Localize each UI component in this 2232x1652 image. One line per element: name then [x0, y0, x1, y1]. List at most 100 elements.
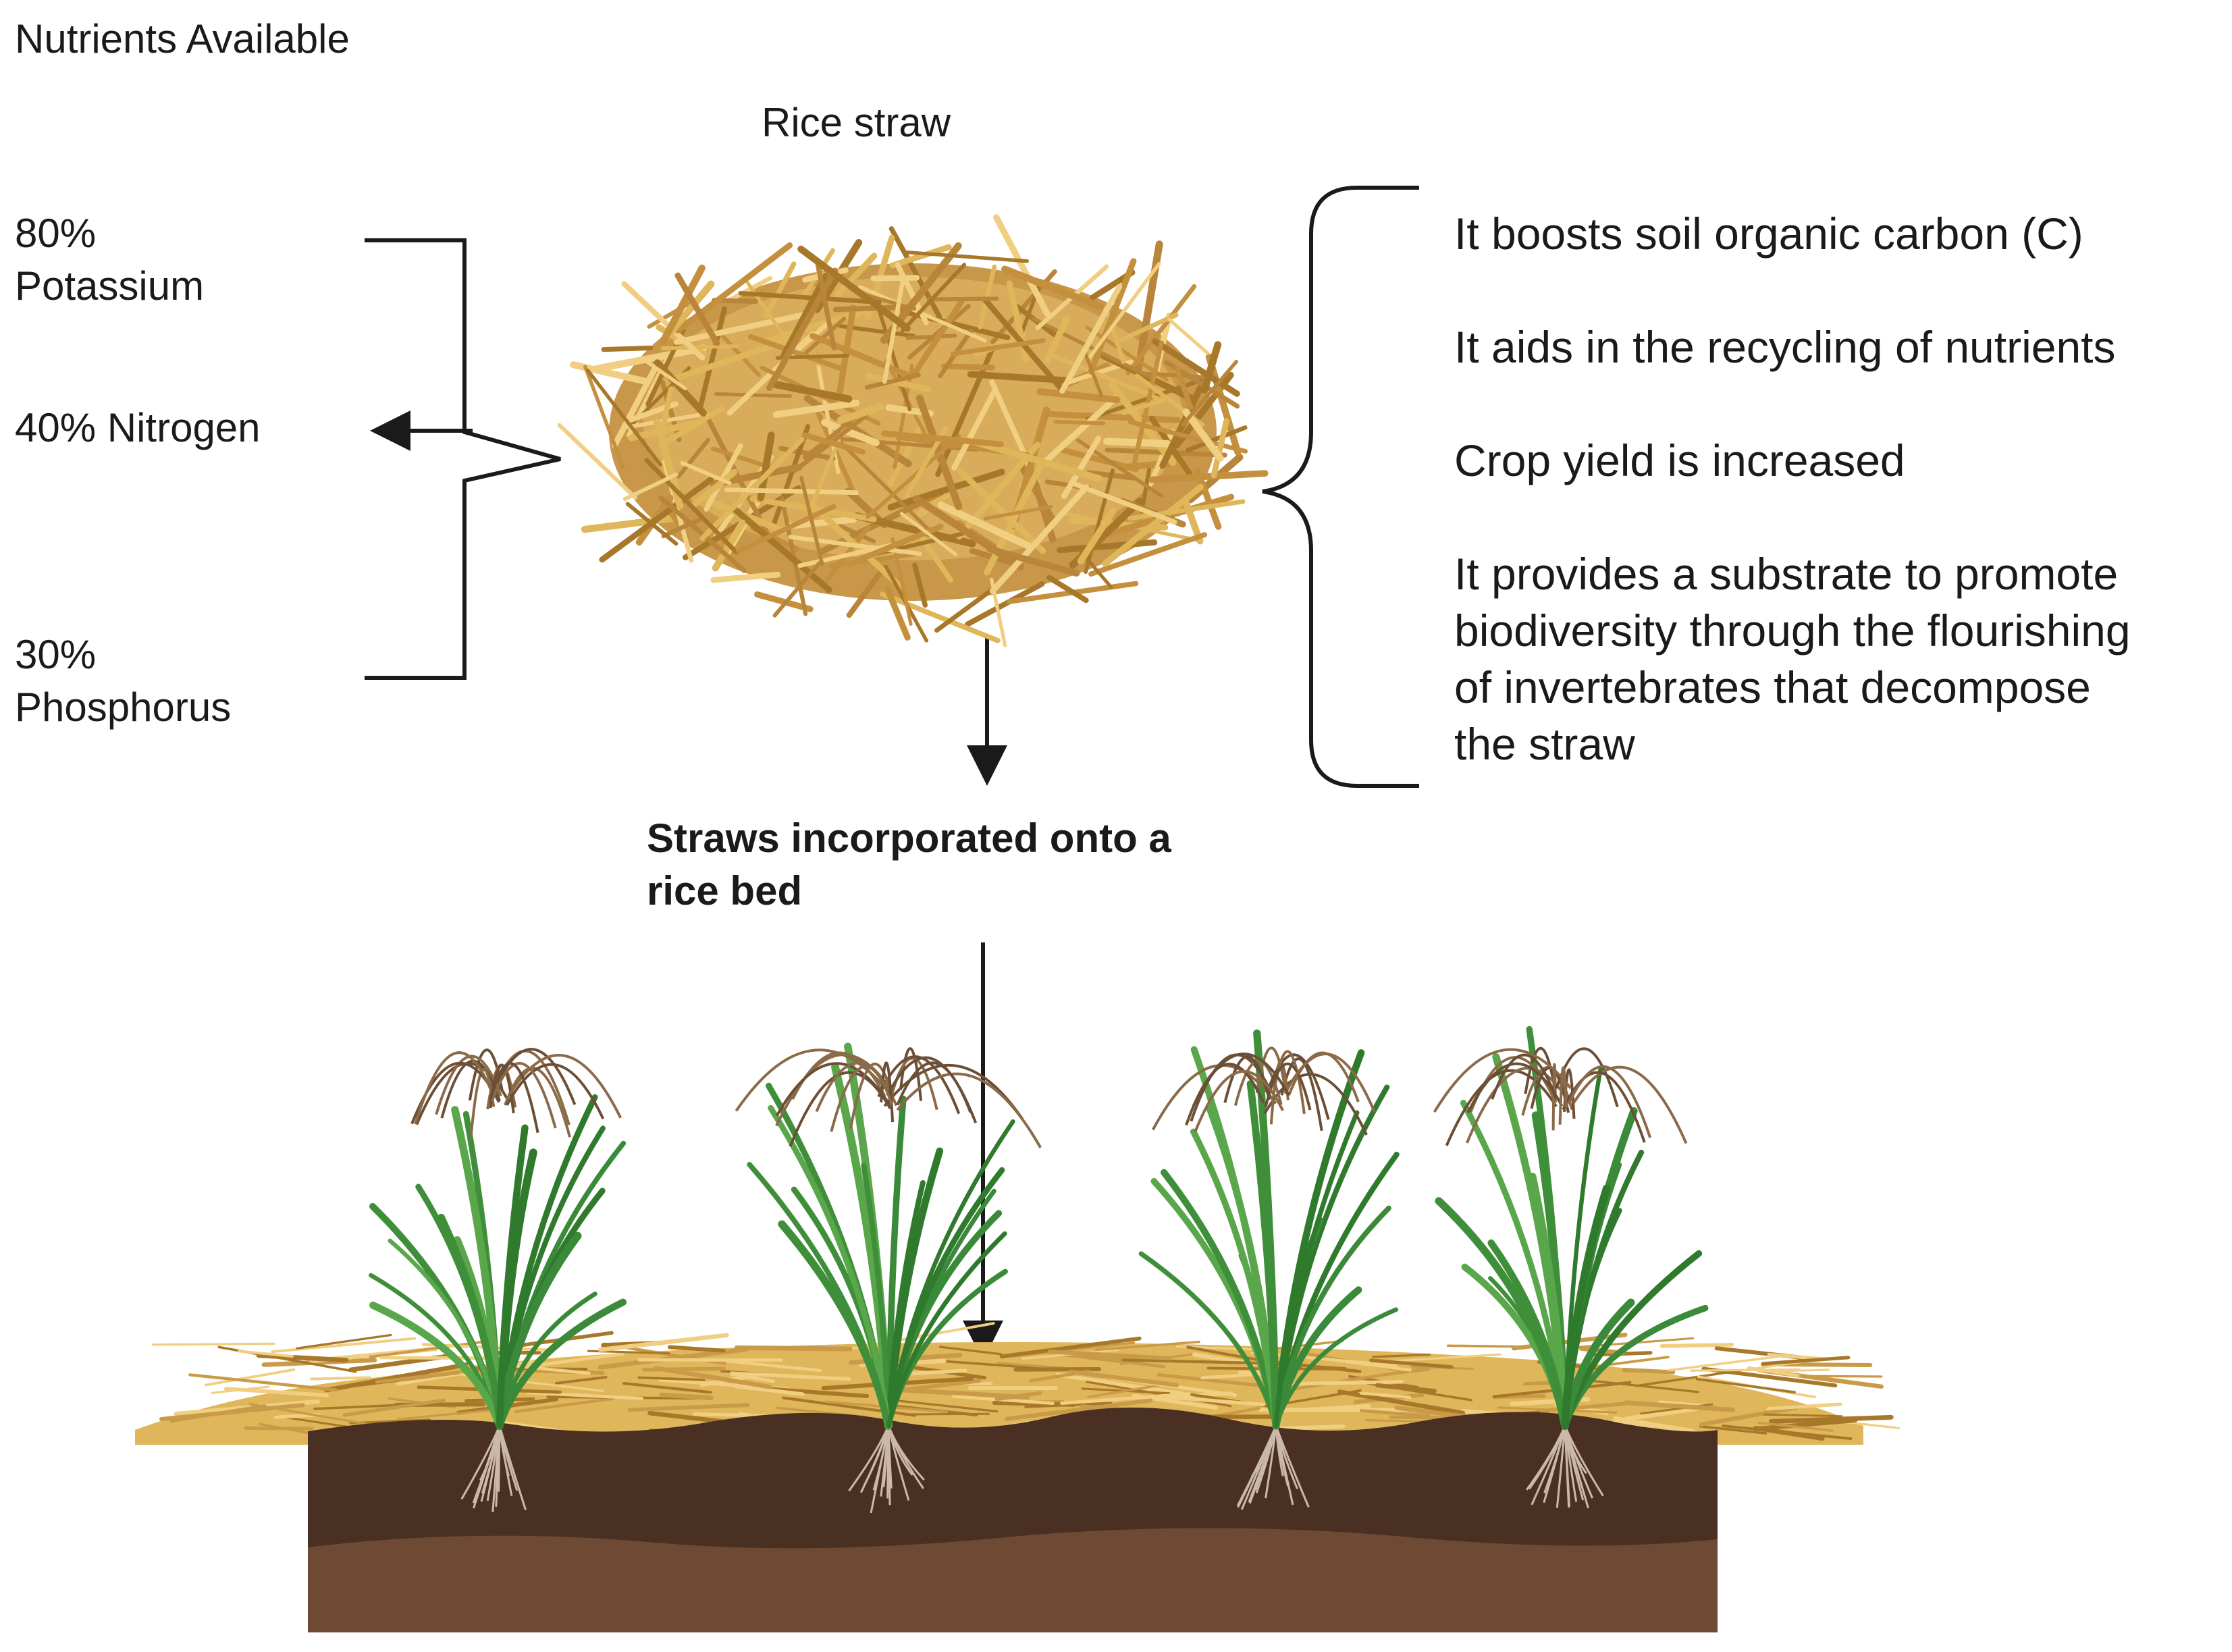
straw-stalk [1152, 338, 1240, 397]
field-straw-stalk [1380, 1353, 1502, 1363]
straw-stalk [772, 381, 853, 403]
straw-stalk [593, 344, 708, 373]
soil-block [308, 1407, 1718, 1632]
straw-stalk [658, 495, 747, 574]
field-straw-stalk [1369, 1358, 1454, 1369]
straw-stalk [765, 304, 877, 344]
field-straw-stalk [999, 1336, 1142, 1359]
straw-stalk [1128, 419, 1248, 454]
nutrient-bracket [365, 238, 561, 680]
field-straw-stalk [1753, 1425, 1825, 1441]
straw-stalk [880, 591, 1001, 643]
straw-stalk [986, 545, 1080, 577]
straw-stalk [1159, 383, 1204, 469]
incorporation-label-line-1: Straws incorporated onto a [647, 816, 1171, 861]
field-straw-stalk [342, 1398, 446, 1417]
field-straw-stalk [1375, 1383, 1437, 1393]
rice-plant [1433, 1025, 1709, 1509]
straw-stalk [1185, 425, 1248, 453]
straw-stalk [903, 250, 1030, 263]
straw-stalk [1088, 532, 1208, 577]
straw-stalk [710, 446, 766, 467]
field-straw-stalk [396, 1409, 492, 1420]
straw-stalk [901, 263, 967, 333]
straw-stalk [803, 412, 861, 460]
field-straw-stalk [734, 1345, 853, 1352]
straw-stalk [673, 333, 805, 381]
field-straw-stalk [248, 1403, 367, 1425]
field-straw-stalk [1695, 1377, 1796, 1394]
field-straw-stalk [729, 1373, 776, 1383]
field-straw-stalk [1057, 1352, 1165, 1368]
straw-stalk [983, 504, 1053, 521]
field-straw-stalk [151, 1342, 275, 1346]
straw-stalk [884, 585, 911, 641]
straw-stalk [967, 371, 1071, 384]
field-straw-stalk [204, 1368, 296, 1387]
field-straw-stalk [726, 1359, 822, 1373]
straw-stalk [673, 312, 807, 346]
benefit-crop-yield: Crop yield is increased [1454, 435, 1905, 485]
straw-stalk [766, 267, 839, 391]
field-straw-stalk [1768, 1414, 1894, 1424]
straw-stalk [1200, 341, 1222, 394]
straw-stalk [1057, 539, 1158, 554]
straw-stalk [557, 423, 637, 500]
field-straw-stalk [1763, 1413, 1843, 1418]
straw-stalk [1036, 388, 1121, 404]
straw-stalk [1205, 353, 1242, 456]
benefit-biodiversity-line-2: biodiversity through the flourishing [1454, 606, 2131, 656]
straw-stalk [583, 365, 625, 469]
rice-straw-pile [557, 214, 1269, 647]
straw-stalk [821, 419, 880, 446]
straw-stalk [764, 261, 797, 319]
straw-stalk [814, 257, 837, 351]
field-straw-stalk [1659, 1342, 1734, 1348]
straw-stalk [1059, 447, 1139, 473]
straw-stalk [964, 581, 1045, 627]
straw-stalk [873, 295, 912, 412]
straw-stalk [1059, 284, 1123, 394]
straw-stalk [1084, 468, 1115, 575]
straw-stalk [910, 297, 965, 378]
straw-stalk [846, 564, 887, 618]
field-straw-stalk [893, 1399, 999, 1413]
rice-plant [735, 1042, 1042, 1514]
straw-stalk [887, 469, 1005, 511]
straw-stalk [660, 386, 674, 435]
field-straw-stalk [1701, 1366, 1838, 1388]
field-straw-stalk [244, 1426, 314, 1431]
straw-stalk [934, 583, 1001, 633]
field-straw-stalk [1004, 1398, 1153, 1421]
straw-stalk [710, 571, 781, 583]
rice-straw-label: Rice straw [762, 100, 951, 145]
potassium-name: Potassium [15, 263, 205, 309]
straw-stalk [1121, 398, 1165, 415]
field-straw-stalk [237, 1350, 294, 1358]
straw-stalk [1119, 313, 1179, 342]
straw-stalk [937, 501, 1034, 551]
straw-stalk [926, 296, 999, 302]
field-straw-stalk [1624, 1406, 1700, 1421]
field-straw-stalk [526, 1391, 644, 1400]
straw-stalk [644, 458, 739, 555]
straw-stalk [581, 514, 685, 533]
straw-stalk [870, 275, 920, 282]
field-straw-stalk [1359, 1409, 1431, 1418]
diagram-title: Nutrients Available [15, 16, 350, 61]
potassium-percent: 80% [15, 211, 97, 256]
straw-stalk [643, 358, 687, 391]
field-straw-stalk [1668, 1354, 1790, 1372]
straw-stalk [1182, 408, 1224, 462]
straw-stalk [989, 484, 1090, 594]
field-straw-stalk [296, 1333, 392, 1350]
field-straw-stalk [1068, 1369, 1179, 1387]
straw-stalk [674, 272, 720, 346]
rice-plant [1138, 1029, 1400, 1510]
straw-stalk [972, 438, 1103, 483]
straw-stalk [788, 535, 922, 556]
field-straw-stalk [654, 1366, 772, 1389]
field-straw-stalk [1060, 1392, 1191, 1405]
straw-stalk [660, 264, 706, 346]
straw-stalk [912, 562, 928, 608]
